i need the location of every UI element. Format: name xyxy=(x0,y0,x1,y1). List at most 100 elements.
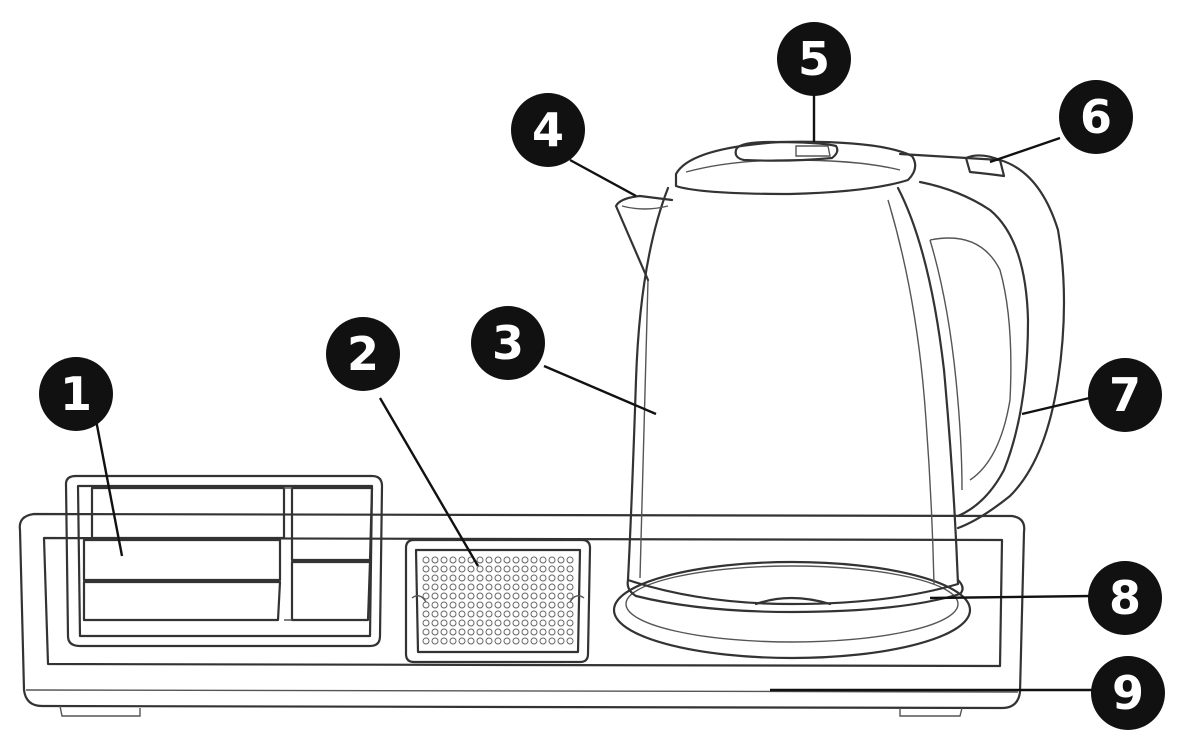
grille-hole xyxy=(512,637,520,645)
grille-hole xyxy=(503,556,511,564)
grille-hole xyxy=(539,583,547,591)
grille-hole xyxy=(476,556,484,564)
grille-hole xyxy=(512,574,520,582)
grille-hole xyxy=(539,637,547,645)
grille-hole xyxy=(458,619,466,627)
grille-hole xyxy=(566,556,574,564)
grille-hole xyxy=(494,583,502,591)
grille-hole xyxy=(458,601,466,609)
grille-hole xyxy=(422,565,430,573)
grille-hole xyxy=(485,619,493,627)
grille-hole xyxy=(440,592,448,600)
storage-compartment xyxy=(64,474,384,648)
grille-hole xyxy=(557,574,565,582)
grille-hole xyxy=(530,592,538,600)
grille-hole xyxy=(530,601,538,609)
grille-hole xyxy=(440,628,448,636)
grille-hole xyxy=(431,565,439,573)
grille-hole xyxy=(566,592,574,600)
grille-hole xyxy=(485,583,493,591)
leader-1 xyxy=(94,419,124,557)
grille-hole xyxy=(566,628,574,636)
grille-hole xyxy=(521,565,529,573)
grille-hole xyxy=(476,601,484,609)
grille-hole xyxy=(530,583,538,591)
kettle xyxy=(614,140,1066,614)
grille-hole xyxy=(512,592,520,600)
grille-hole xyxy=(557,592,565,600)
grille-hole xyxy=(503,592,511,600)
grille-hole xyxy=(440,610,448,618)
grille-hole xyxy=(449,565,457,573)
grille-hole xyxy=(431,574,439,582)
grille-hole xyxy=(422,619,430,627)
grille-hole xyxy=(449,628,457,636)
grille-hole xyxy=(548,628,556,636)
callout-label: 3 xyxy=(492,316,524,370)
grille-hole xyxy=(566,583,574,591)
leader-8 xyxy=(929,594,1093,600)
grille-hole xyxy=(521,601,529,609)
grille-hole xyxy=(521,610,529,618)
grille-hole xyxy=(449,592,457,600)
grille-hole xyxy=(422,583,430,591)
grille-hole xyxy=(548,556,556,564)
grille-hole xyxy=(539,619,547,627)
grille-hole xyxy=(530,628,538,636)
grille-hole xyxy=(476,637,484,645)
grille-hole xyxy=(503,565,511,573)
grille-hole xyxy=(431,619,439,627)
grille-hole xyxy=(467,628,475,636)
grille-hole xyxy=(539,610,547,618)
grille-hole xyxy=(440,565,448,573)
grille-hole xyxy=(431,583,439,591)
grille-hole xyxy=(530,565,538,573)
grille-hole xyxy=(503,574,511,582)
grille-hole xyxy=(530,610,538,618)
grille-hole xyxy=(458,628,466,636)
drip-tray xyxy=(404,538,592,664)
grille-hole xyxy=(431,592,439,600)
grille-hole xyxy=(512,619,520,627)
grille-hole xyxy=(476,592,484,600)
grille-hole xyxy=(521,574,529,582)
grille-hole xyxy=(557,637,565,645)
callout-7: 7 xyxy=(1088,358,1162,432)
grille-hole xyxy=(431,610,439,618)
leader-lines xyxy=(94,88,1099,692)
callout-label: 6 xyxy=(1080,90,1112,144)
callout-4: 4 xyxy=(511,93,585,167)
grille-hole xyxy=(449,601,457,609)
grille-hole xyxy=(512,556,520,564)
grille-hole xyxy=(440,637,448,645)
grille-hole xyxy=(557,610,565,618)
grille-hole xyxy=(512,601,520,609)
grille-hole xyxy=(557,565,565,573)
grille-hole xyxy=(476,610,484,618)
grille-hole xyxy=(539,628,547,636)
callout-2: 2 xyxy=(326,317,400,391)
grille-hole xyxy=(467,592,475,600)
tray xyxy=(18,512,1080,717)
grille-hole xyxy=(566,637,574,645)
grille-hole xyxy=(476,619,484,627)
grille-hole xyxy=(521,628,529,636)
grille-hole xyxy=(521,619,529,627)
grille-hole xyxy=(503,637,511,645)
power-base xyxy=(612,560,972,660)
grille-hole xyxy=(521,592,529,600)
grille-hole xyxy=(449,583,457,591)
grille-hole xyxy=(548,637,556,645)
grille-hole xyxy=(458,610,466,618)
grille-hole xyxy=(440,574,448,582)
grille-hole xyxy=(557,628,565,636)
grille-hole xyxy=(494,610,502,618)
callout-1: 1 xyxy=(39,357,113,431)
grille-hole xyxy=(494,628,502,636)
grille-hole xyxy=(458,583,466,591)
grille-hole xyxy=(530,637,538,645)
grille-hole xyxy=(548,601,556,609)
grille-hole xyxy=(548,610,556,618)
